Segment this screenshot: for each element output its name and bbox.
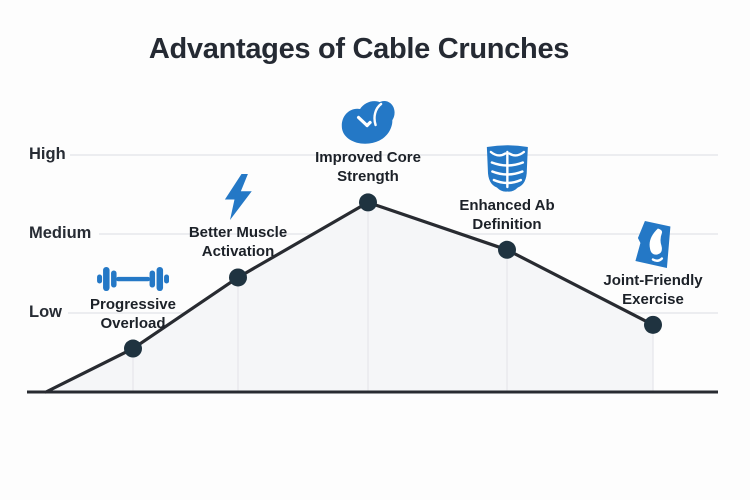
trend-line [44, 200, 655, 394]
data-point [644, 315, 662, 334]
data-point [498, 240, 516, 259]
data-point [124, 339, 142, 358]
data-point [359, 193, 377, 212]
area-fill [46, 202, 653, 392]
data-point [229, 268, 247, 287]
page-title: Advantages of Cable Crunches [148, 33, 570, 65]
